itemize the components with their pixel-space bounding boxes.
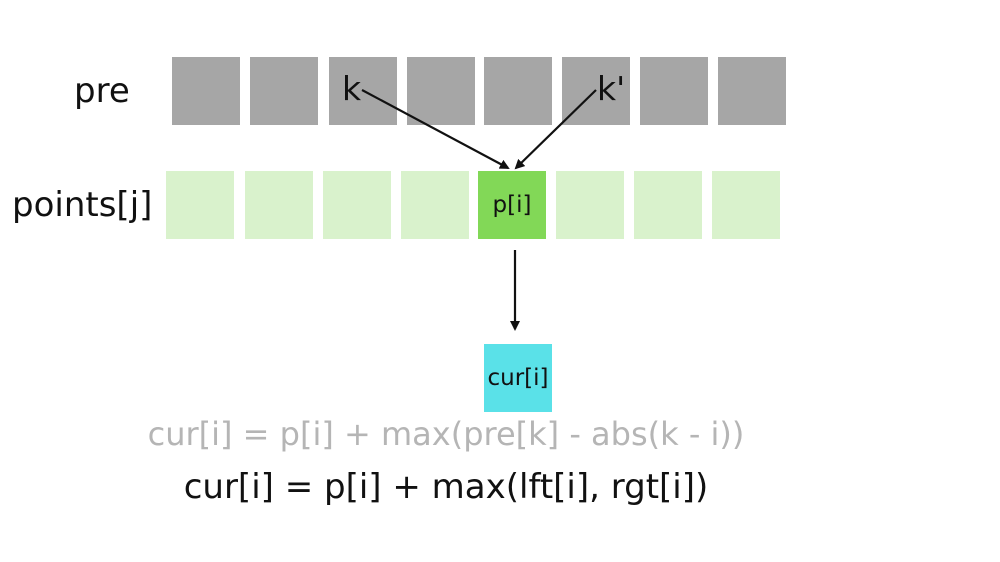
points-cell [245,171,313,239]
pre-cell [250,57,318,125]
points-cell [323,171,391,239]
points-cell [634,171,702,239]
cur-cell: cur[i] [484,344,552,412]
k-prime-label: k' [597,69,626,108]
points-cell [712,171,780,239]
k-label: k [342,69,362,108]
arrow-k-to-p [361,89,510,169]
pre-cell [484,57,552,125]
points-cell [401,171,469,239]
pre-cell [640,57,708,125]
old-formula: cur[i] = p[i] + max(pre[k] - abs(k - i)) [147,415,745,453]
points-label: points[j] [12,185,153,225]
pre-cell [172,57,240,125]
points-cell [166,171,234,239]
pre-cell [718,57,786,125]
points-cell [556,171,624,239]
pre-cell [407,57,475,125]
new-formula: cur[i] = p[i] + max(lft[i], rgt[i]) [183,467,709,507]
pre-label: pre [74,71,130,111]
arrow-k-prime-to-p [514,89,597,170]
p-i-label: p[i] [492,192,532,218]
points-cell-active: p[i] [478,171,546,239]
cur-label: cur[i] [487,365,549,391]
